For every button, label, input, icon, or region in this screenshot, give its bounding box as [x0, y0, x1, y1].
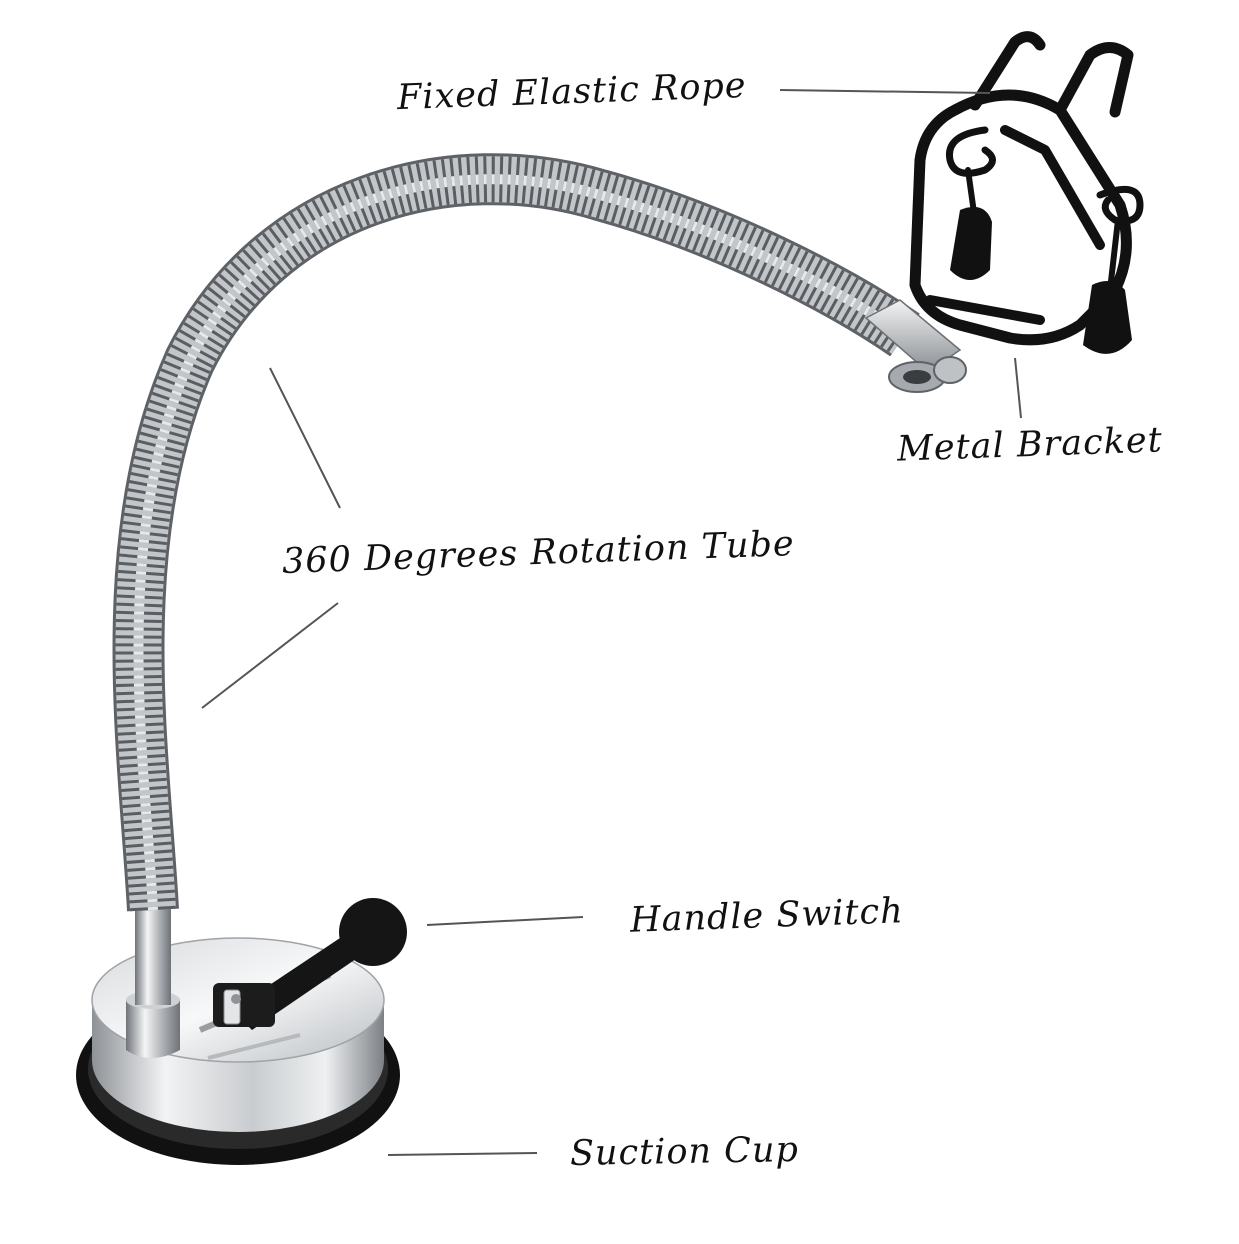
- bracket-right-hook: [1054, 42, 1134, 118]
- rope-strand-2: [1107, 217, 1121, 293]
- rope-loop-right: [1096, 185, 1144, 225]
- base-groove-2: [207, 1033, 301, 1060]
- smooth-rod: [135, 905, 171, 1005]
- suction-cup-base: [76, 937, 400, 1165]
- joint-nut-2: [933, 356, 967, 384]
- rope-tab-left: [950, 206, 992, 280]
- bracket-inner-arm: [1000, 125, 1105, 250]
- leader-bracket: [1014, 357, 1022, 419]
- joint-nut-inner: [903, 370, 931, 384]
- bracket-base-bar: [925, 295, 1045, 325]
- handle-rivet: [231, 994, 241, 1004]
- tube-highlight: [133, 174, 908, 911]
- leader-handle: [426, 916, 584, 926]
- bracket-joint: [864, 299, 967, 393]
- rope-tab-right: [1083, 281, 1132, 354]
- leader-lines: [201, 89, 1022, 1156]
- joint-sleeve: [864, 299, 962, 373]
- bracket-frame: [909, 89, 1132, 346]
- rod-collar: [126, 1000, 180, 1058]
- leader-cup: [387, 1152, 538, 1156]
- gooseneck-tube: [112, 153, 920, 912]
- handle-knob: [339, 898, 407, 966]
- suction-cup-label: Suction Cup: [569, 1130, 800, 1174]
- leader-tube-lower: [201, 602, 339, 709]
- leader-tube-upper: [269, 367, 341, 509]
- rope-loop-left: [945, 126, 996, 177]
- leader-rope: [779, 89, 991, 94]
- metal-bracket: [909, 31, 1134, 346]
- handle-hinge: [213, 983, 275, 1027]
- handle-switch: [213, 898, 407, 1030]
- bracket-left-hook: [969, 31, 1046, 111]
